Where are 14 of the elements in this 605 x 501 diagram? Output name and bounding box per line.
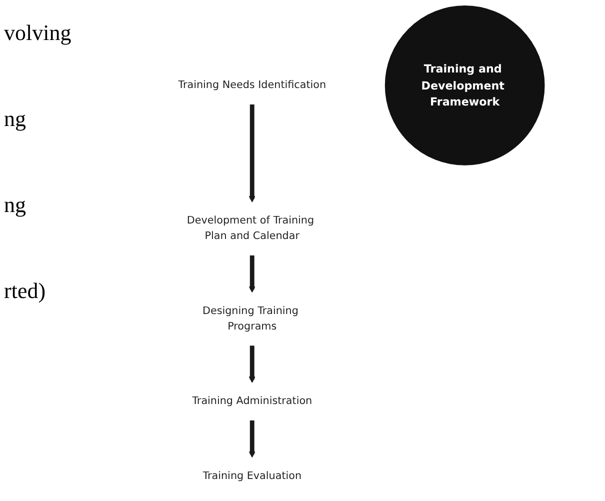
node-text: Training Administration bbox=[192, 395, 312, 408]
text-fragment: volving bbox=[4, 20, 72, 46]
arrow bbox=[248, 255, 256, 293]
node-text: Development of Training Plan and Calendar bbox=[186, 214, 314, 242]
arrow bbox=[248, 104, 256, 202]
node-text: Training Needs Identification bbox=[178, 79, 326, 92]
node-circle: Training and Development Framework bbox=[384, 6, 545, 166]
text-fragment: rted) bbox=[4, 278, 47, 304]
node-text: Designing Training Programs bbox=[202, 304, 298, 332]
text-fragment: ng bbox=[4, 192, 27, 218]
node-text: Training Evaluation bbox=[202, 470, 302, 482]
arrow bbox=[248, 346, 256, 383]
arrow bbox=[248, 420, 256, 458]
text-fragment: ng bbox=[4, 106, 27, 132]
